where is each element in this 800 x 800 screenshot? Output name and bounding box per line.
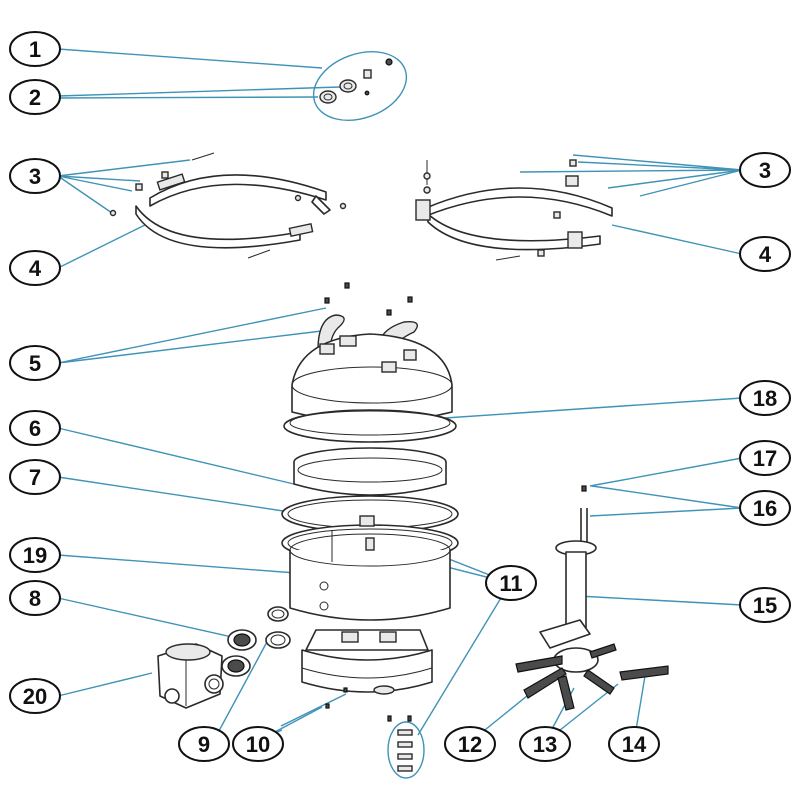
svg-text:1: 1 xyxy=(29,37,41,62)
tank-lid xyxy=(283,333,457,443)
svg-text:15: 15 xyxy=(753,593,777,618)
svg-text:11: 11 xyxy=(499,571,522,596)
svg-text:6: 6 xyxy=(29,416,41,441)
top-screws xyxy=(324,282,413,316)
tank-body xyxy=(289,515,451,621)
ring-6 xyxy=(293,447,447,496)
svg-text:13: 13 xyxy=(533,732,557,757)
callout-6: 6 xyxy=(9,410,61,446)
svg-text:3: 3 xyxy=(29,164,41,189)
standpipe-laterals xyxy=(515,485,669,711)
callout-7: 7 xyxy=(9,459,61,495)
part-11-detail xyxy=(387,715,425,779)
callout-4-left: 4 xyxy=(9,250,61,286)
svg-text:14: 14 xyxy=(622,732,647,757)
callout-15: 15 xyxy=(739,587,791,623)
callout-badges: 1 2 3 3 4 4 5 6 xyxy=(9,31,791,762)
right-clamp-ring xyxy=(415,159,613,261)
left-clamp-ring xyxy=(109,152,347,259)
callout-19: 19 xyxy=(9,537,61,573)
svg-text:3: 3 xyxy=(759,158,771,183)
svg-text:2: 2 xyxy=(29,85,41,110)
svg-text:5: 5 xyxy=(29,351,41,376)
callout-18: 18 xyxy=(739,380,791,416)
callout-17: 17 xyxy=(739,440,791,476)
svg-text:4: 4 xyxy=(29,256,42,281)
callout-12: 12 xyxy=(444,726,496,762)
svg-text:12: 12 xyxy=(458,732,482,757)
callout-16: 16 xyxy=(739,490,791,526)
callout-5: 5 xyxy=(9,345,61,381)
callout-3-right: 3 xyxy=(739,152,791,188)
svg-text:20: 20 xyxy=(23,684,47,709)
svg-text:10: 10 xyxy=(246,732,270,757)
svg-text:8: 8 xyxy=(29,586,41,611)
callout-20: 20 xyxy=(9,678,61,714)
svg-text:7: 7 xyxy=(29,465,41,490)
svg-text:18: 18 xyxy=(753,386,777,411)
callout-10: 10 xyxy=(232,726,284,762)
callout-3-left: 3 xyxy=(9,158,61,194)
tank-base xyxy=(301,629,433,709)
callout-9: 9 xyxy=(178,726,230,762)
svg-text:4: 4 xyxy=(759,242,772,267)
callout-4-right: 4 xyxy=(739,236,791,272)
callout-1: 1 xyxy=(9,31,61,67)
svg-text:19: 19 xyxy=(23,543,47,568)
svg-text:9: 9 xyxy=(198,732,210,757)
multiport-valve xyxy=(157,643,224,709)
callout-8: 8 xyxy=(9,580,61,616)
callout-11: 11 xyxy=(485,565,537,601)
svg-text:17: 17 xyxy=(753,446,777,471)
part-1-2-fittings xyxy=(312,51,408,121)
unions-8-9 xyxy=(221,606,291,677)
callout-14: 14 xyxy=(608,726,660,762)
callout-2: 2 xyxy=(9,79,61,115)
svg-text:16: 16 xyxy=(753,496,777,521)
callout-13: 13 xyxy=(519,726,571,762)
